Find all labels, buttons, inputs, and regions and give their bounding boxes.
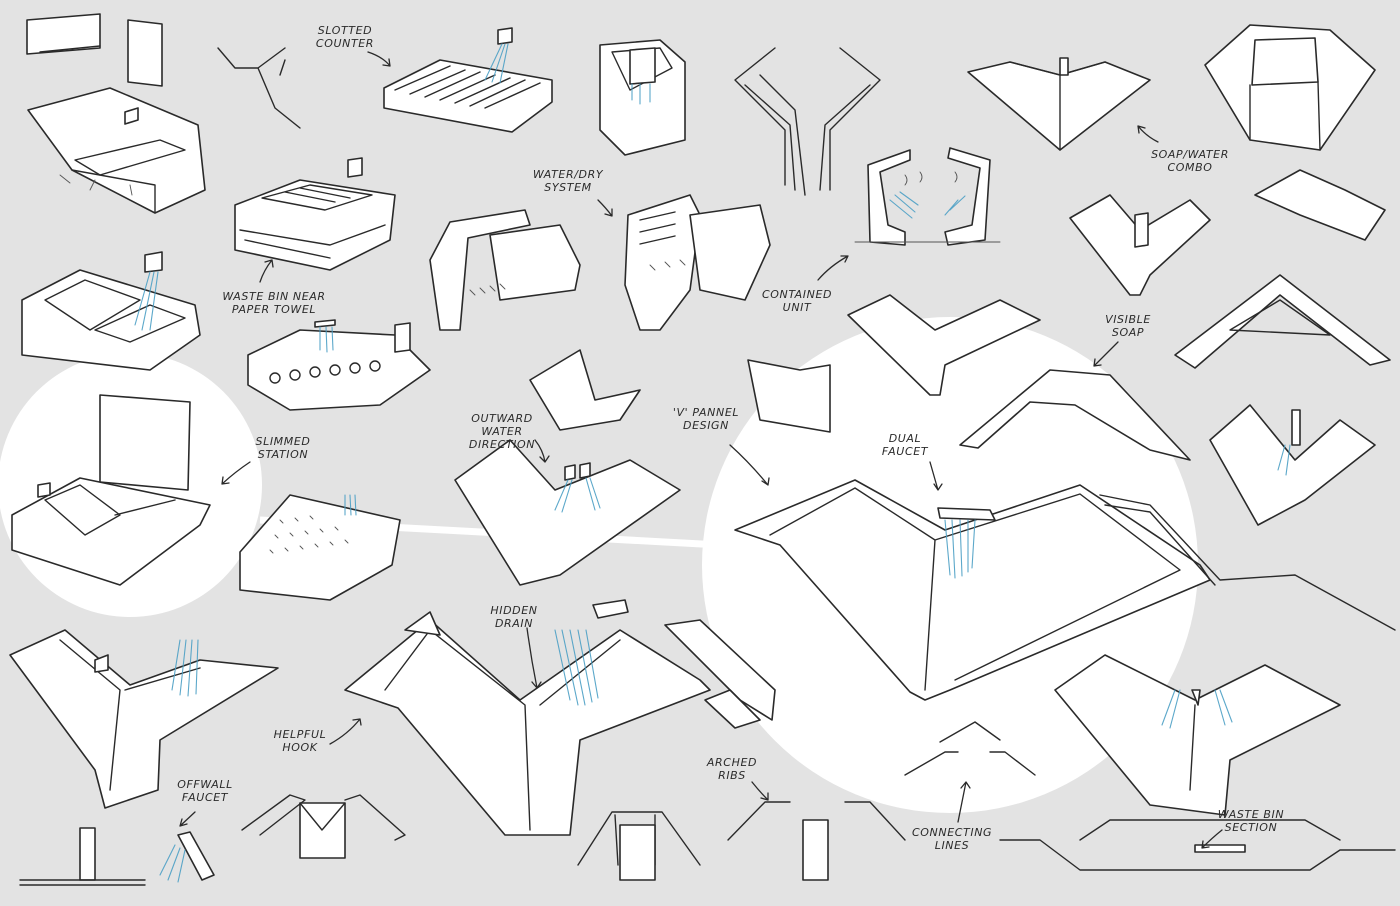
label-dual-faucet: Dual Faucet	[881, 432, 929, 458]
sketch-slimmed-station	[11, 394, 211, 586]
label-helpful-hook: Helpful Hook	[273, 728, 327, 754]
sketch-offwall-faucet	[19, 827, 215, 886]
sketch-wall-panel-box	[26, 13, 163, 87]
label-connecting-lines: Connecting Lines	[912, 826, 993, 852]
sketch-angled-grid	[239, 494, 401, 601]
label-offwall-faucet: Offwall Faucet	[177, 778, 233, 804]
label-visible-soap: Visible Soap	[1105, 313, 1151, 339]
label-waste-bin-paper-towel: Waste Bin Near Paper Towel	[222, 290, 326, 316]
sketch-outward-water	[454, 439, 681, 586]
sketch-tray-unit	[599, 39, 686, 156]
sketch-visible-soap	[959, 369, 1191, 461]
sketch-hexagon-counter	[247, 319, 431, 411]
label-soap-water-combo: Soap/Water Combo	[1151, 148, 1229, 174]
annotation-arrows	[179, 51, 1223, 849]
sketch-hook-bracket	[664, 619, 776, 729]
sketch-connecting-lines	[904, 721, 1396, 871]
sketch-dryer-unit-2	[624, 194, 771, 331]
sketch-l-bracket	[529, 349, 641, 431]
sketch-folder-panel	[747, 359, 831, 433]
sketch-v-top-soap	[847, 294, 1041, 396]
sketch-right-edge-panel	[1099, 494, 1396, 631]
sketch-slanted-desk-left	[9, 629, 279, 809]
sketch-waste-bin-counter	[234, 157, 396, 271]
label-outward-water-direction: Outward Water Direction	[468, 412, 536, 451]
sketch-bottom-panels	[241, 794, 406, 859]
sketch-faucet-basin	[21, 251, 201, 371]
sketch-slotted-counter	[383, 27, 553, 133]
sketch-soap-water-combo	[967, 57, 1151, 151]
sketch-v-panel-soap	[1069, 194, 1211, 296]
sketch-hidden-drain	[344, 599, 711, 836]
label-waste-bin-section: Waste Bin Section	[1217, 808, 1285, 834]
label-arched-ribs: Arched Ribs	[706, 756, 758, 782]
sketch-triangle-frame	[1174, 169, 1391, 369]
label-hidden-drain: Hidden Drain	[490, 604, 538, 630]
label-v-pannel-design: 'V' Pannel Design	[672, 406, 740, 432]
sketch-box-station	[1204, 24, 1376, 151]
sketch-sink-basin-1	[27, 87, 206, 214]
sketch-y-joint	[217, 47, 301, 129]
label-slimmed-station: Slimmed Station	[255, 435, 311, 461]
label-slotted-counter: Slotted Counter	[315, 24, 375, 50]
sketch-arched-ribs	[577, 801, 906, 881]
sketch-right-v-station	[1054, 654, 1341, 816]
sketch-contained-unit	[854, 147, 1001, 246]
sketch-column-panels	[734, 47, 881, 196]
sketch-dryer-unit-1	[429, 209, 581, 331]
sketch-offset-faucet	[1209, 404, 1376, 526]
label-contained-unit: Contained Unit	[762, 288, 833, 314]
label-water-dry-system: Water/Dry System	[532, 168, 604, 194]
